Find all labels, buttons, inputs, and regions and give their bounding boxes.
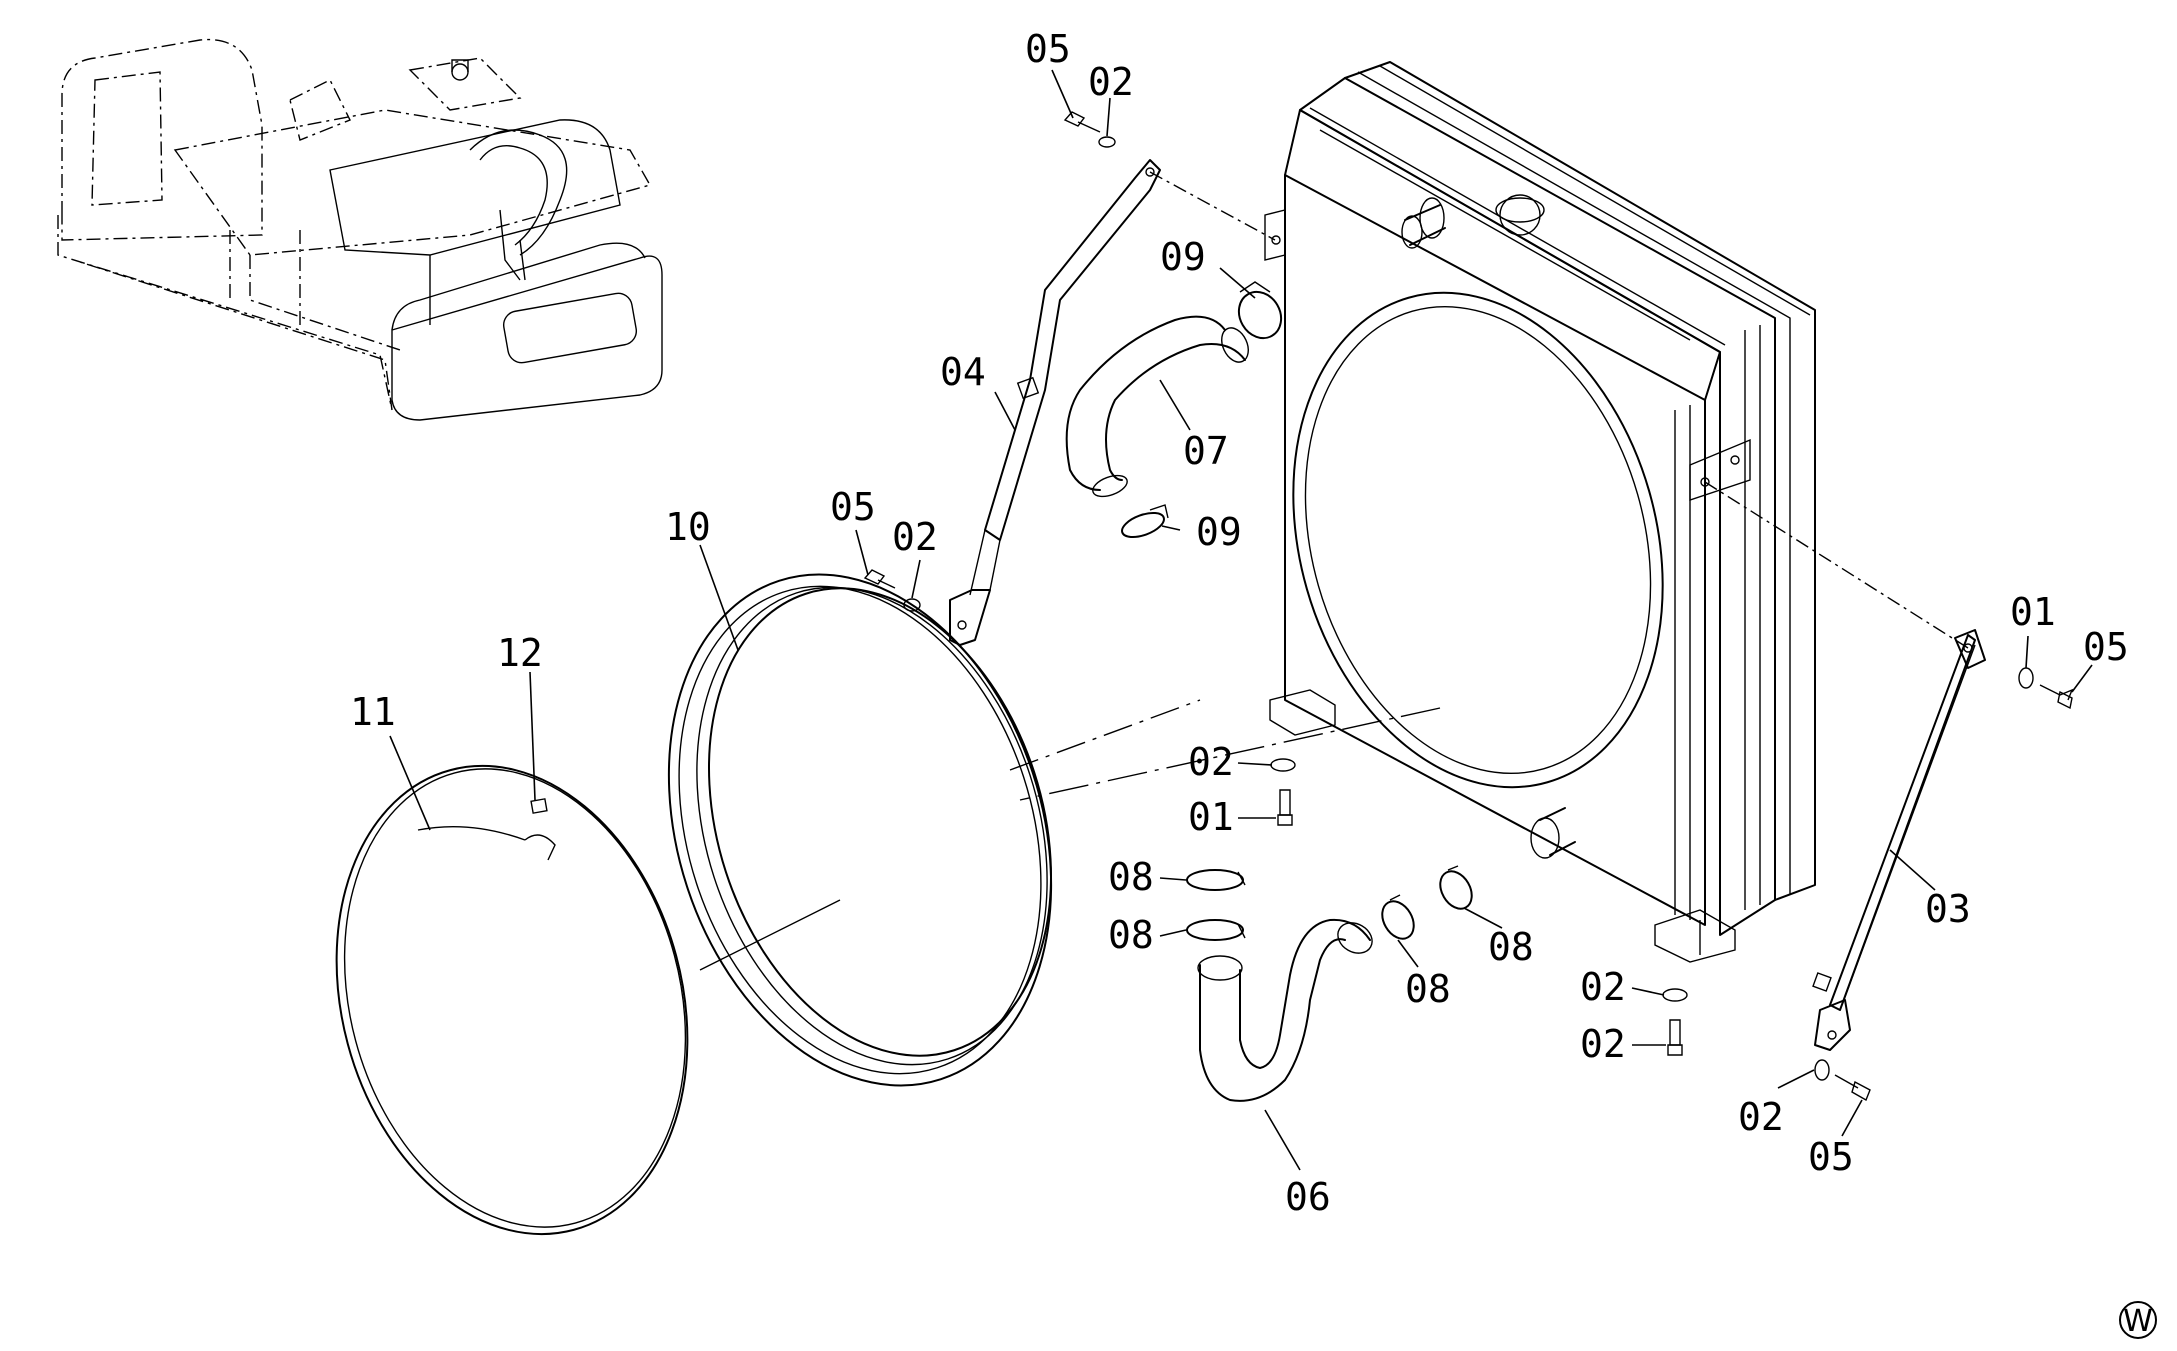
fasteners: [863, 111, 2074, 1102]
hose-clamps-08: [1186, 865, 1473, 941]
callout-05-left: 05: [830, 485, 876, 529]
callout-09-upper: 09: [1160, 235, 1206, 279]
callout-05-right-lower: 05: [1808, 1135, 1854, 1179]
callout-09-lower: 09: [1196, 510, 1242, 554]
callout-03: 03: [1925, 887, 1971, 931]
callout-01-right: 02: [1580, 1022, 1626, 1066]
callout-08-d: 08: [1488, 925, 1534, 969]
callout-11: 11: [350, 690, 396, 734]
callout-02-right-upper: 01: [2010, 590, 2056, 634]
radiator-assembly: [1019, 61, 1816, 963]
callout-06: 06: [1285, 1175, 1331, 1219]
shroud-cover-11: [335, 764, 689, 1236]
callout-05-top: 05: [1025, 27, 1071, 71]
callout-05-right-upper: 05: [2083, 625, 2129, 669]
excavator-overview-illustration: [57, 38, 663, 421]
callout-08-b: 08: [1108, 913, 1154, 957]
stay-04: [949, 159, 1276, 646]
upper-hose-07: [1065, 315, 1249, 498]
callout-08-c: 08: [1405, 967, 1451, 1011]
callout-08-a: 08: [1108, 855, 1154, 899]
callout-01-middle: 01: [1188, 795, 1234, 839]
callout-02-left: 02: [892, 515, 938, 559]
stay-03: [1704, 481, 1986, 1051]
callout-labels: 05 02 09 07 04 05 02 09 10 12 11 02 01 0…: [350, 27, 2129, 1219]
callout-02-right-lower: 02: [1738, 1095, 1784, 1139]
callout-02-right-middle: 02: [1580, 965, 1626, 1009]
hose-clamp-09-upper: [1237, 281, 1283, 340]
leader-lines: [389, 69, 2093, 1171]
corner-marker-w: W: [2119, 1301, 2157, 1339]
hose-clamp-09-lower: [1121, 504, 1169, 539]
callout-02-middle: 02: [1188, 740, 1234, 784]
callout-04: 04: [940, 350, 986, 394]
fan-shroud-ring-10: [667, 573, 1201, 1087]
lower-hose-06: [1197, 918, 1373, 1102]
callout-07: 07: [1183, 429, 1229, 473]
callout-02-top: 02: [1088, 60, 1134, 104]
corner-marker-letter: W: [2123, 1304, 2153, 1339]
callout-12: 12: [497, 631, 543, 675]
callout-10: 10: [665, 505, 711, 549]
band-clip-12: [530, 798, 548, 814]
